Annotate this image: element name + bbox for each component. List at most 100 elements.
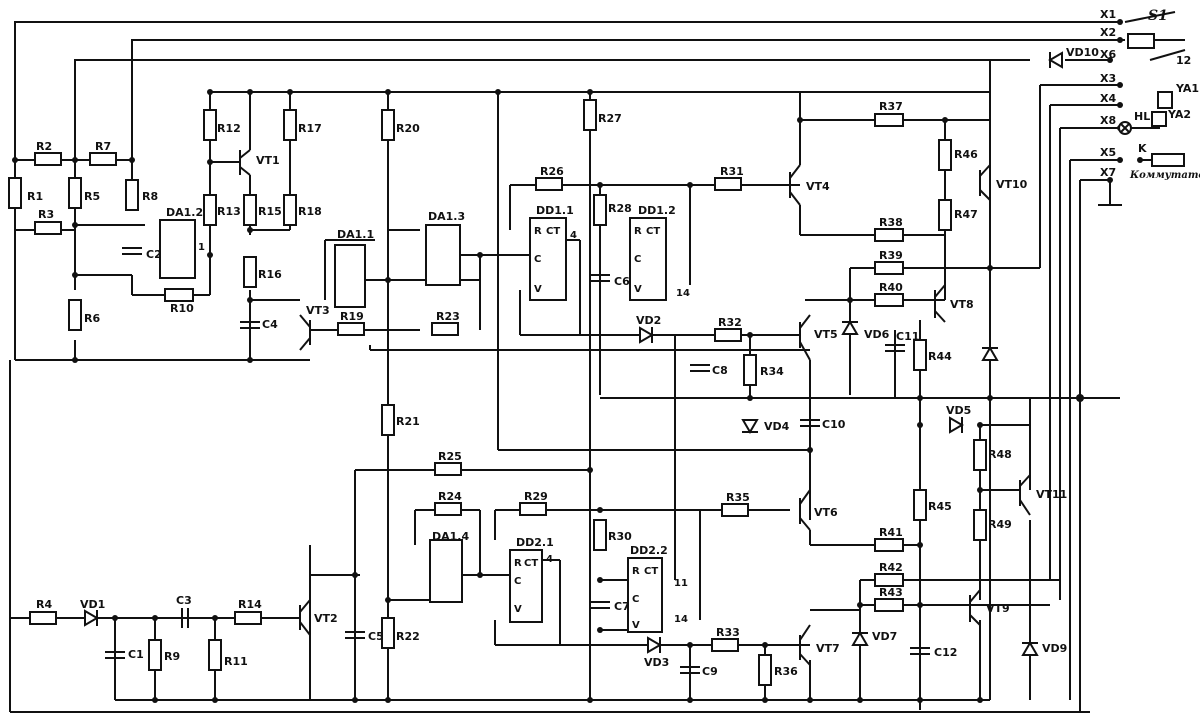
capacitors: [105, 247, 930, 674]
terminal-X1: [1117, 19, 1123, 25]
capacitor-C12: [910, 647, 930, 655]
terminal-X3: [1117, 82, 1123, 88]
label-R29: R29: [524, 490, 548, 503]
label-C9: C9: [702, 665, 718, 678]
capacitor-C11: [885, 344, 905, 352]
terminals: [1107, 11, 1186, 183]
transistors: [210, 149, 1031, 666]
label-12v: 12: [1176, 54, 1191, 67]
resistor-R21: [381, 404, 395, 436]
label-R4: R4: [36, 598, 52, 611]
resistor-R34: [743, 354, 757, 386]
label-VT11: VT11: [1036, 488, 1067, 501]
transistor-VT7: [799, 624, 811, 666]
counter-DD11: [529, 217, 567, 301]
label-R15: R15: [258, 205, 282, 218]
label-S1: S1: [1148, 8, 1168, 24]
opamp-DA14: [429, 539, 463, 603]
resistor-R32: [714, 328, 742, 342]
resistor-R9: [148, 639, 162, 671]
resistor-R18: [283, 194, 297, 226]
transistor-VT2: [299, 599, 311, 636]
diode-VD6: [841, 320, 859, 335]
capacitor-C10: [800, 419, 820, 427]
label-R32: R32: [718, 316, 742, 329]
label-X7: X7: [1100, 166, 1116, 179]
label-C3: C3: [176, 594, 192, 607]
pin-1: 1: [198, 242, 205, 253]
pin-V: V: [632, 620, 640, 631]
label-R31: R31: [720, 165, 744, 178]
pin-14: 14: [676, 288, 690, 299]
wiring: [9, 21, 1125, 713]
resistor-R3: [34, 221, 62, 235]
resistor-R26: [535, 177, 563, 191]
pin-C: C: [534, 254, 541, 265]
resistor-R33: [711, 638, 739, 652]
terminal-X2: [1117, 37, 1123, 43]
label-R22: R22: [396, 630, 420, 643]
label-R39: R39: [879, 249, 903, 262]
pin-11: 11: [674, 578, 688, 589]
terminal-X4: [1117, 102, 1123, 108]
label-R8: R8: [142, 190, 158, 203]
diode-VD4: [741, 419, 759, 434]
label-C10: C10: [822, 418, 846, 431]
resistor-R24: [434, 502, 462, 516]
label-VT6: VT6: [814, 506, 838, 519]
resistor-R11: [208, 639, 222, 671]
label-R28: R28: [608, 202, 632, 215]
label-C7: C7: [614, 600, 630, 613]
resistor-R43: [874, 598, 904, 612]
resistor-R10: [164, 288, 194, 302]
label-R6: R6: [84, 312, 100, 325]
resistor-R49: [973, 509, 987, 541]
resistor-R25: [434, 462, 462, 476]
label-R1: R1: [27, 190, 43, 203]
junction-dots: [12, 89, 1084, 703]
capacitor-C6: [590, 274, 610, 282]
label-VT1: VT1: [256, 154, 280, 167]
label-R11: R11: [224, 655, 248, 668]
resistors: [8, 99, 987, 686]
solenoid-YA1: [1157, 91, 1173, 109]
label-R16: R16: [258, 268, 282, 281]
label-VD9: VD9: [1042, 642, 1067, 655]
counter-DD22: [627, 557, 663, 633]
label-HL: HL: [1134, 110, 1150, 123]
resistor-R8: [125, 179, 139, 211]
capacitor-C3: [181, 608, 189, 628]
resistor-R1: [8, 177, 22, 209]
resistor-R15: [243, 194, 257, 226]
capacitor-C9: [680, 666, 700, 674]
label-C5: C5: [368, 630, 384, 643]
label-X8: X8: [1100, 114, 1116, 127]
resistor-R7: [89, 152, 117, 166]
transistor-VT10: [979, 164, 991, 201]
resistor-R14: [234, 611, 262, 625]
transistor-VT3: [299, 314, 311, 351]
label-DD12: DD1.2: [638, 204, 676, 217]
transistor-VT4: [789, 164, 801, 206]
relay-coil: [1127, 33, 1155, 49]
diode-VT10-protect: [981, 346, 999, 361]
label-R18: R18: [298, 205, 322, 218]
diode-VD10: [1048, 51, 1063, 69]
label-R38: R38: [879, 216, 903, 229]
label-X3: X3: [1100, 72, 1116, 85]
diode-VD5: [949, 416, 964, 434]
resistor-R23: [431, 322, 459, 336]
transistor-VT6: [799, 489, 811, 531]
label-X1: X1: [1100, 8, 1116, 21]
diode-VD1: [84, 609, 99, 627]
label-VD3: VD3: [644, 656, 669, 669]
component-labels: R2 R7 R1 R5 R8 R3 R6 R10 R12 R13 R15 R16…: [27, 8, 1200, 678]
pin-C: C: [632, 594, 639, 605]
pin-CT: CT: [524, 558, 538, 569]
label-R47: R47: [954, 208, 978, 221]
resistor-R20: [381, 109, 395, 141]
label-R48: R48: [988, 448, 1012, 461]
pin-CT: CT: [646, 226, 660, 237]
label-K: K: [1138, 142, 1147, 155]
